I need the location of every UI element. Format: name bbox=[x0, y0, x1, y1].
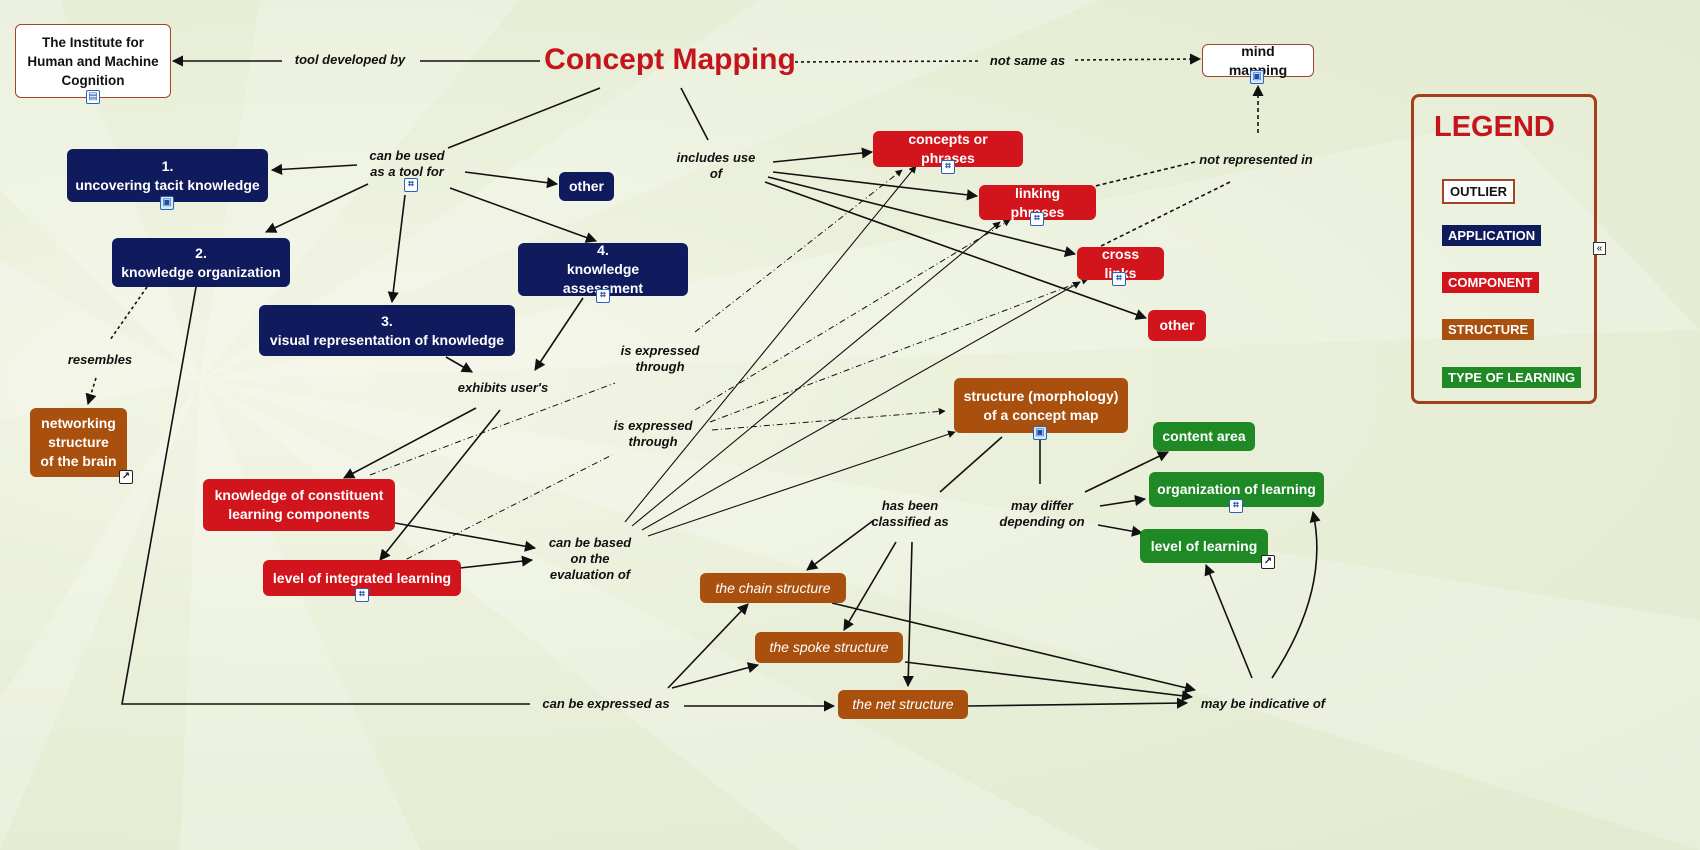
lp-includes-use-of[interactable]: includes use of bbox=[676, 150, 756, 181]
lp-has-been-classified-as[interactable]: has been classified as bbox=[871, 498, 949, 529]
node-knowledge-of-constituent-learning[interactable]: knowledge of constituent learning compon… bbox=[203, 479, 395, 531]
node-spoke-structure[interactable]: the spoke structure bbox=[755, 632, 903, 663]
lp-is-expressed-through-1[interactable]: is expressed through bbox=[620, 343, 700, 374]
lp-not-same-as[interactable]: not same as bbox=[989, 53, 1066, 68]
image-icon[interactable]: ▣ bbox=[160, 196, 174, 210]
lp-can-be-expressed-as[interactable]: can be expressed as bbox=[542, 696, 670, 711]
lp-can-be-used[interactable]: can be used as a tool for bbox=[369, 148, 445, 179]
node-structure-morphology[interactable]: structure (morphology) of a concept map bbox=[954, 378, 1128, 433]
external-link-icon[interactable]: ↗ bbox=[1261, 555, 1275, 569]
node-knowledge-organization[interactable]: 2. knowledge organization bbox=[112, 238, 290, 287]
node-uncovering-tacit-knowledge[interactable]: 1. uncovering tacit knowledge bbox=[67, 149, 268, 202]
lp-is-expressed-through-2[interactable]: is expressed through bbox=[613, 418, 693, 449]
central-concept-title[interactable]: Concept Mapping bbox=[544, 43, 796, 76]
node-level-of-learning[interactable]: level of learning bbox=[1140, 529, 1268, 563]
external-link-icon[interactable]: ↗ bbox=[119, 470, 133, 484]
node-chain-structure[interactable]: the chain structure bbox=[700, 573, 846, 603]
lp-can-be-based-on[interactable]: can be based on the evaluation of bbox=[548, 535, 632, 582]
node-networking-structure-brain[interactable]: networking structure of the brain bbox=[30, 408, 127, 477]
legend-item-outlier: OUTLIER bbox=[1442, 179, 1516, 204]
lp-resembles[interactable]: resembles bbox=[67, 352, 133, 367]
lp-may-differ-depending-on[interactable]: may differ depending on bbox=[999, 498, 1085, 529]
legend-item-structure: STRUCTURE bbox=[1442, 319, 1535, 340]
collapse-icon[interactable]: « bbox=[1593, 242, 1606, 255]
node-other-component[interactable]: other bbox=[1148, 310, 1206, 341]
concept-map-icon[interactable]: ⌗ bbox=[404, 178, 418, 192]
concept-map-icon[interactable]: ⌗ bbox=[941, 160, 955, 174]
legend-item-component: COMPONENT bbox=[1442, 272, 1539, 293]
lp-tool-developed-by[interactable]: tool developed by bbox=[294, 52, 406, 67]
concept-map-icon[interactable]: ⌗ bbox=[1112, 272, 1126, 286]
node-net-structure[interactable]: the net structure bbox=[838, 690, 968, 719]
legend-title: LEGEND bbox=[1434, 111, 1555, 143]
node-ihmc[interactable]: The Institute for Human and Machine Cogn… bbox=[15, 24, 171, 98]
lp-exhibits-users[interactable]: exhibits user's bbox=[457, 380, 549, 395]
legend-item-application: APPLICATION bbox=[1442, 225, 1542, 246]
image-icon[interactable]: ▣ bbox=[1033, 426, 1047, 440]
document-icon[interactable]: ▤ bbox=[86, 90, 100, 104]
lp-not-represented-in[interactable]: not represented in bbox=[1199, 152, 1313, 167]
node-other-application[interactable]: other bbox=[559, 172, 614, 201]
concept-map-icon[interactable]: ⌗ bbox=[596, 289, 610, 303]
concept-map-icon[interactable]: ⌗ bbox=[355, 588, 369, 602]
concept-map-icon[interactable]: ⌗ bbox=[1229, 499, 1243, 513]
legend-item-type-of-learning: TYPE OF LEARNING bbox=[1442, 367, 1582, 388]
node-visual-representation[interactable]: 3. visual representation of knowledge bbox=[259, 305, 515, 356]
legend: LEGEND OUTLIER APPLICATION COMPONENT STR… bbox=[1411, 94, 1597, 404]
image-icon[interactable]: ▣ bbox=[1250, 70, 1264, 84]
node-knowledge-assessment[interactable]: 4. knowledge assessment bbox=[518, 242, 688, 296]
node-content-area[interactable]: content area bbox=[1153, 422, 1255, 451]
lp-may-be-indicative-of[interactable]: may be indicative of bbox=[1200, 696, 1326, 711]
concept-map-icon[interactable]: ⌗ bbox=[1030, 212, 1044, 226]
